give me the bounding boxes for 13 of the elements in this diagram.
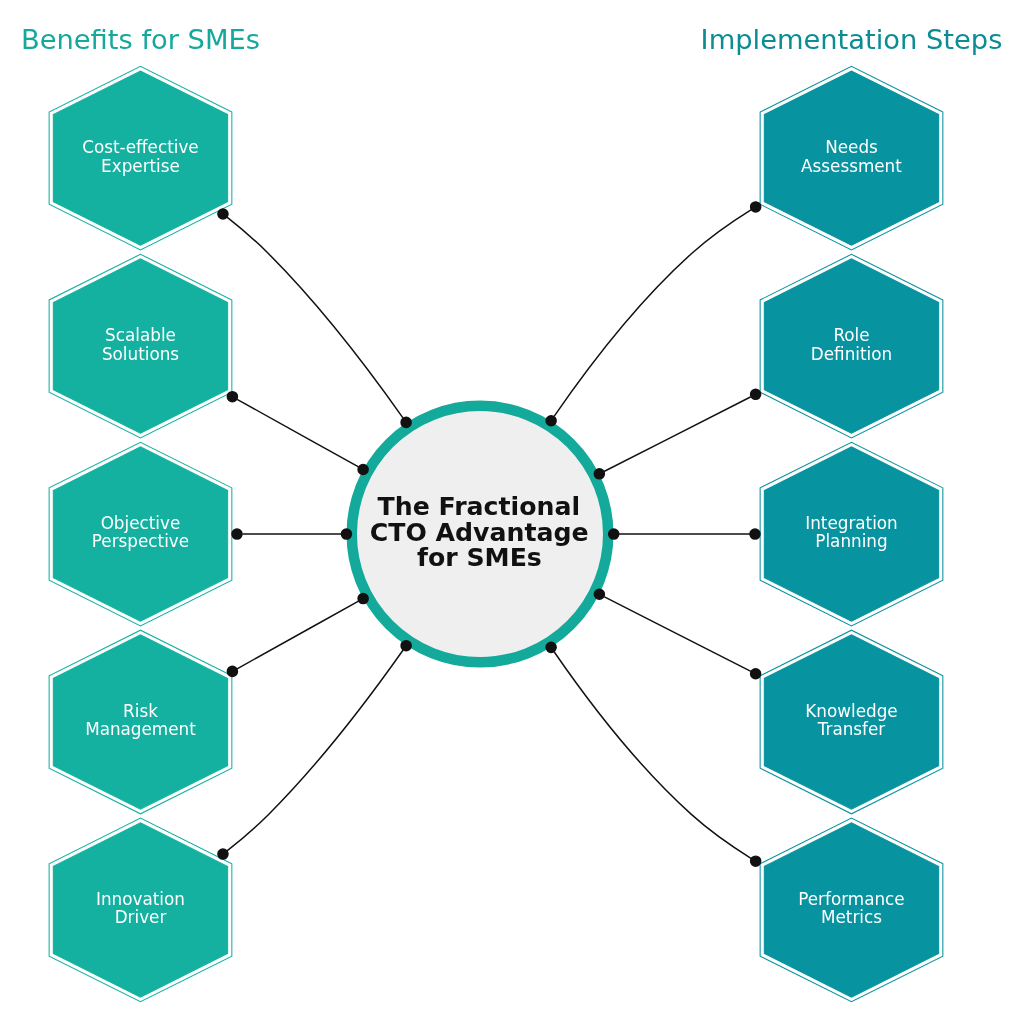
- connector: [226, 390, 369, 475]
- connector: [226, 592, 369, 677]
- label: Implementation Steps: [700, 23, 1003, 55]
- label: Benefits for SMEs: [21, 23, 260, 55]
- connector: [593, 388, 762, 480]
- node-circle: The Fractional CTO Advantage for SMEs: [346, 400, 614, 668]
- connector: [217, 207, 412, 428]
- connector: [217, 639, 412, 860]
- connector: [607, 527, 761, 540]
- connector: [593, 587, 762, 680]
- connector: [545, 641, 762, 867]
- connector: [545, 200, 762, 426]
- connector: [231, 527, 353, 540]
